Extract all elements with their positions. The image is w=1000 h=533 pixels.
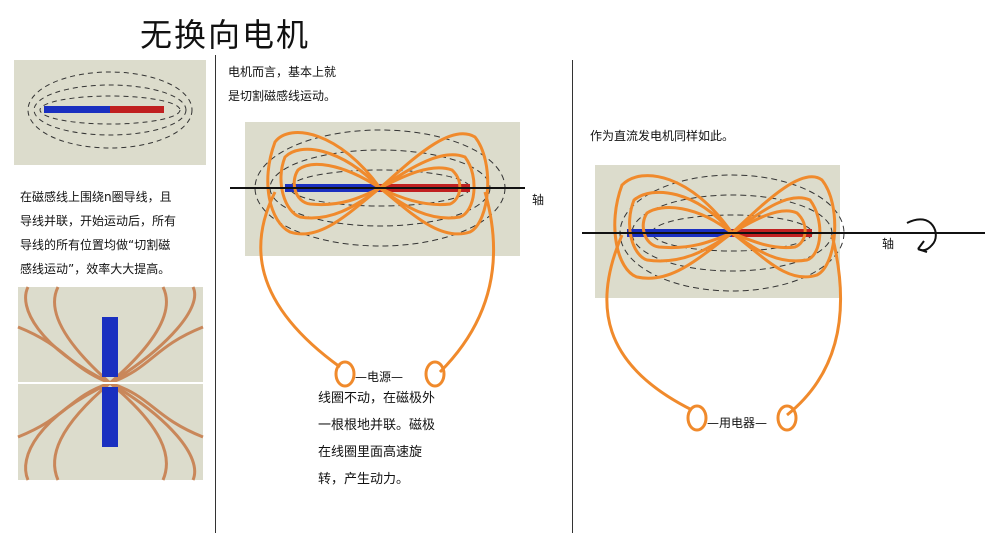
middle-description-line: 转，产生动力。 — [318, 472, 410, 487]
left-description-line: 导线并联，开始运动后，所有 — [20, 214, 177, 228]
divider — [215, 55, 216, 533]
load-label: —用电器— — [707, 416, 768, 430]
middle-intro-line: 电机而言，基本上就 — [228, 65, 337, 79]
middle-description-line: 一根根地并联。磁极 — [318, 418, 436, 433]
axis-label: 轴 — [532, 193, 545, 207]
left-description-line: 导线的所有位置均做“切割磁 — [20, 238, 171, 252]
middle-description-line: 线圈不动，在磁极外 — [318, 391, 436, 406]
generator-coil-diagram — [582, 165, 985, 432]
rotation-arrow-icon — [906, 218, 937, 253]
divider — [572, 60, 573, 533]
vertical-magnet-coil-image — [17, 286, 204, 481]
page-title: 无换向电机 — [140, 16, 311, 54]
middle-intro-line: 是切割磁感线运动。 — [228, 89, 337, 103]
axis-label: 轴 — [882, 237, 895, 251]
middle-description-line: 在线圈里面高速旋 — [318, 445, 423, 460]
motor-coil-diagram — [230, 122, 525, 388]
left-description-line: 感线运动”，效率大大提高。 — [20, 262, 171, 276]
magnet-field-image — [14, 60, 206, 165]
left-description-line: 在磁感线上围绕n圈导线，且 — [20, 190, 172, 204]
right-intro: 作为直流发电机同样如此。 — [590, 129, 735, 143]
power-source-label: —电源— — [355, 370, 404, 384]
